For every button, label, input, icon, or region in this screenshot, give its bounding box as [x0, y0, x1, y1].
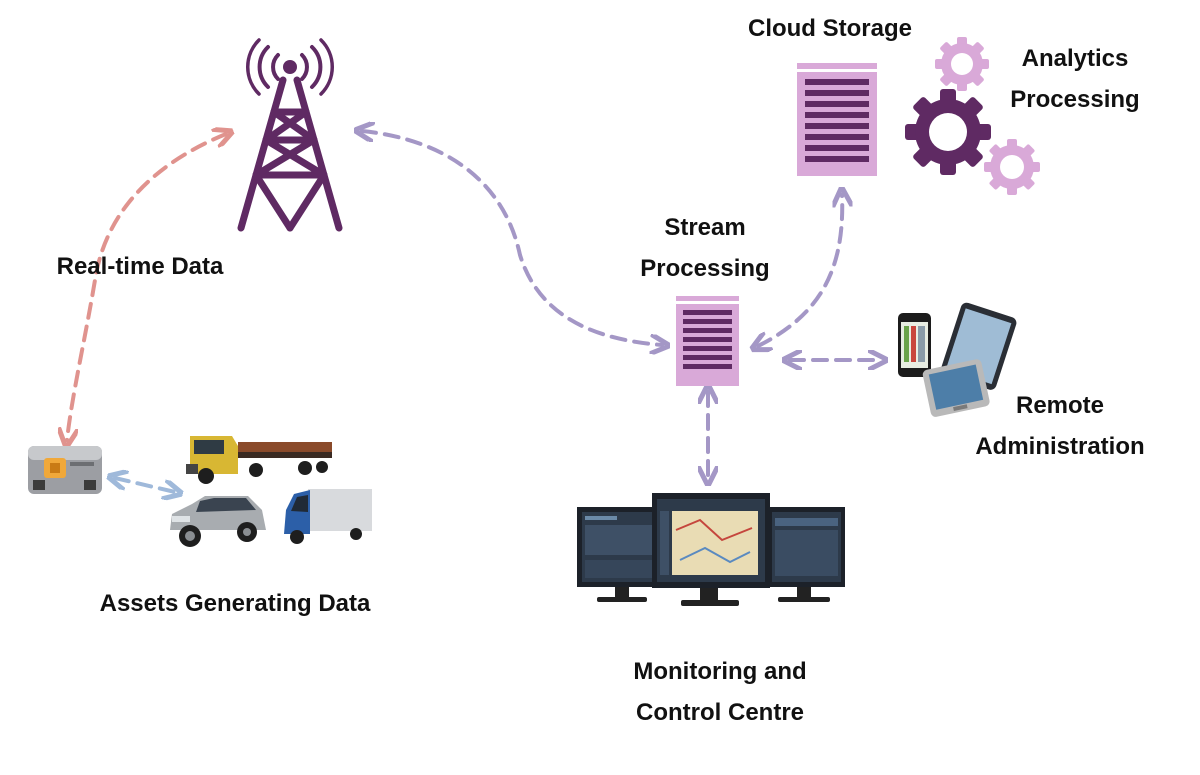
analytics-processing-label: Analytics Processing [1010, 45, 1140, 113]
small-gear-top [935, 37, 989, 91]
server-rack-icon [676, 296, 739, 386]
sensor-module-icon [28, 446, 102, 494]
monitoring-control-label: Monitoring and Control Centre [633, 658, 807, 726]
flatbed-truck-icon [186, 436, 332, 484]
small-gear-bottom [984, 139, 1040, 195]
large-gear [905, 89, 991, 175]
stream-cloud-arrow [758, 195, 842, 346]
tower-stream-arrow [362, 131, 662, 345]
tablet-front [922, 359, 990, 417]
remote-administration-label: Remote Administration [975, 392, 1145, 460]
mobile-devices-icon [898, 302, 1017, 417]
stream-processing-label: Stream Processing [640, 214, 770, 282]
monitor-center [652, 493, 770, 606]
radio-tower-icon [237, 38, 343, 232]
delivery-van-icon [284, 489, 372, 544]
gears-icon [905, 37, 1040, 195]
suv-car-icon [170, 496, 266, 547]
cloud-storage-label: Cloud Storage [747, 15, 912, 42]
server-rack-icon [797, 63, 877, 176]
assets-generating-data-label: Assets Generating Data [99, 590, 371, 617]
monitor-array-icon [577, 493, 845, 606]
sensor-assets-arrow [115, 478, 175, 492]
arrows [67, 131, 880, 492]
monitor-right [768, 507, 845, 602]
smartphone [898, 313, 931, 377]
real-time-data-label: Real-time Data [56, 253, 224, 280]
tower-sensor-arrow [67, 134, 226, 440]
